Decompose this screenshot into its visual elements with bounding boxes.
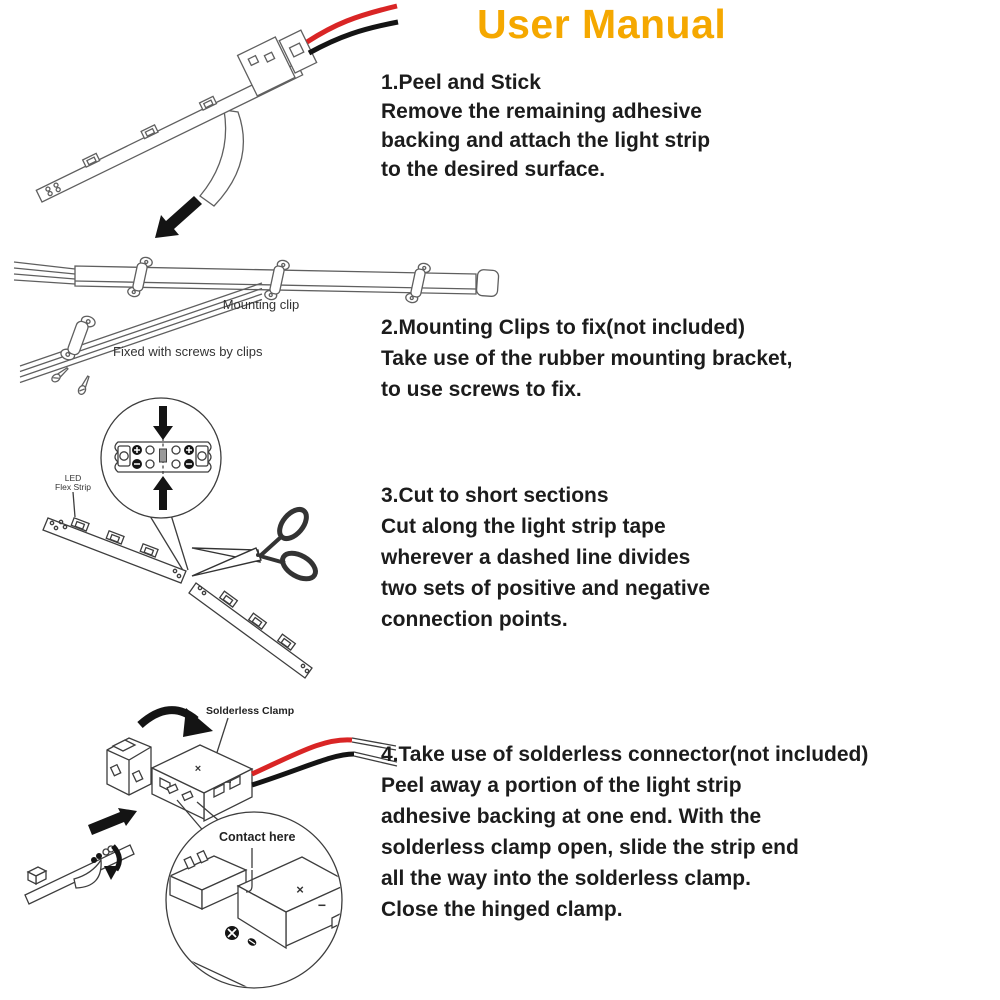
step-1-text: 1.Peel and Stick Remove the remaining ad… xyxy=(381,68,710,184)
step-3-line: Cut along the light strip tape xyxy=(381,515,666,538)
strip-segment-a xyxy=(42,516,187,584)
screw-clip xyxy=(60,315,96,361)
step-1-heading: 1.Peel and Stick xyxy=(381,71,541,94)
solderless-clamp-label: Solderless Clamp xyxy=(206,705,295,717)
peel-backing-ribbon xyxy=(199,109,245,207)
step-3-heading: 3.Cut to short sections xyxy=(381,484,609,507)
strip-end-segment xyxy=(24,844,135,905)
flex-strip-leader-line xyxy=(72,491,76,518)
step-3-line: wherever a dashed line divides xyxy=(381,546,691,569)
step-4-line: Peel away a portion of the light strip xyxy=(381,774,742,797)
step-1-line: backing and attach the light strip xyxy=(381,129,711,152)
mounting-clip-2 xyxy=(264,259,290,301)
black-wire xyxy=(251,751,355,788)
strip-connector xyxy=(236,29,318,97)
polarity-cross-mark: × xyxy=(195,763,201,775)
step-3-line: two sets of positive and negative xyxy=(381,577,711,600)
polarity-cross-mark: × xyxy=(296,882,304,897)
step-1-illustration-peel-and-stick xyxy=(35,3,399,238)
led-flex-strip-label: LED Flex Strip xyxy=(55,473,91,492)
clamp-body: × − xyxy=(150,744,254,823)
step-4-illustration-solderless-clamp: × − xyxy=(24,706,398,989)
page-title: User Manual xyxy=(477,1,727,47)
step-2-illustration-mounting-clips xyxy=(13,256,500,395)
step-4-line: solderless clamp open, slide the strip e… xyxy=(381,836,799,859)
peel-direction-arrow-icon xyxy=(155,196,202,238)
red-wire xyxy=(250,737,353,777)
scissors-icon xyxy=(191,506,318,582)
mounting-clip-label: Mounting clip xyxy=(222,297,300,312)
polarity-minus-mark: − xyxy=(318,897,326,913)
step-4-text: 4.Take use of solderless connector(not i… xyxy=(381,739,868,925)
step-3-illustration-cut-sections xyxy=(42,397,318,679)
red-wire xyxy=(305,3,398,45)
lead-wires xyxy=(13,261,76,285)
strip-segment-b xyxy=(188,582,313,679)
step-4-line: all the way into the solderless clamp. xyxy=(381,867,751,890)
insert-strip-arrow-icon xyxy=(88,808,137,835)
peel-flap-arrowhead-icon xyxy=(104,866,119,880)
fixed-with-screws-label: Fixed with screws by clips xyxy=(113,344,263,359)
step-2-line: Take use of the rubber mounting bracket, xyxy=(381,347,793,370)
screw-icon xyxy=(51,366,69,383)
magnifier-pointer xyxy=(149,514,189,573)
hinged-lid xyxy=(106,737,152,796)
black-wire xyxy=(307,19,399,56)
step-4-line: adhesive backing at one end. With the xyxy=(381,805,762,828)
screw-icon xyxy=(77,375,90,395)
step-3-text: 3.Cut to short sections Cut along the li… xyxy=(381,480,710,635)
strip-lines xyxy=(19,282,263,384)
cut-arrow-up-icon xyxy=(153,476,173,510)
step-2-heading: 2.Mounting Clips to fix(not included) xyxy=(381,316,745,339)
led-strip xyxy=(35,29,318,203)
step-4-line: Close the hinged clamp. xyxy=(381,898,623,921)
cut-arrow-down-icon xyxy=(153,406,173,440)
close-lid-arrowhead-icon xyxy=(183,708,213,737)
contact-here-label: Contact here xyxy=(219,830,296,844)
step-4-heading: 4.Take use of solderless connector(not i… xyxy=(381,743,869,766)
polarity-minus-mark: − xyxy=(224,775,231,789)
step-3-line: connection points. xyxy=(381,608,568,631)
step-1-line: to the desired surface. xyxy=(381,158,606,181)
polarity-contacts xyxy=(132,445,194,469)
step-2-text: 2.Mounting Clips to fix(not included) Ta… xyxy=(381,312,793,405)
mounting-clip-1 xyxy=(127,256,153,298)
step-2-line: to use screws to fix. xyxy=(381,378,582,401)
stripped-wire-ends xyxy=(351,737,398,767)
end-cap xyxy=(475,269,500,297)
mounting-clip-3 xyxy=(405,262,431,304)
peel-flap xyxy=(73,858,102,889)
step-1-line: Remove the remaining adhesive xyxy=(381,100,702,123)
